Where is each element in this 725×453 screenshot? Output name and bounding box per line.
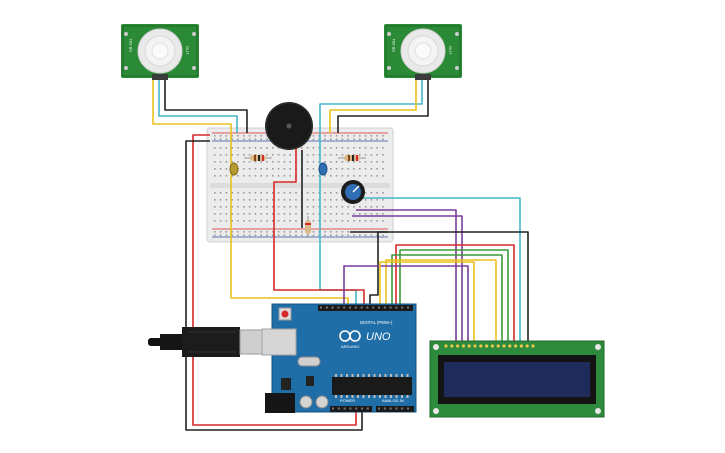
- led-yellow: [229, 162, 239, 176]
- wire-pir-left-black: [164, 78, 248, 133]
- power-jack: [265, 393, 295, 413]
- wire-buzzer-red: [273, 144, 365, 305]
- digital-pins: [320, 306, 409, 309]
- led-blue: [318, 162, 328, 176]
- wire-5v-red: [192, 134, 357, 426]
- pir-sensor-left: OUT SR 501: [121, 24, 199, 80]
- wire-pir-right-yellow: [329, 78, 417, 133]
- wire-lcd-cyan: [352, 197, 521, 345]
- wire-lcd-black: [350, 231, 529, 345]
- usb-jack: [261, 328, 297, 356]
- wire-pir-left-yellow: [152, 78, 349, 305]
- wire-gnd-black: [185, 140, 363, 431]
- wire-pir-right-black: [337, 78, 429, 133]
- wire-lcd-purple-3: [343, 265, 469, 345]
- wire-pir-right-cyan: [319, 78, 423, 305]
- arduino-uno: DIGITAL (PWM~) ARDUINO UNO POWER ANALOG …: [148, 303, 417, 413]
- chip-pins: [335, 374, 409, 398]
- wire-lcd-purple-2: [352, 215, 463, 345]
- digital-header-label: DIGITAL (PWM~): [360, 320, 393, 325]
- wire-lcd-yellow-1: [385, 259, 497, 345]
- pir-left-back-label: SR 501: [128, 38, 133, 52]
- breadboard-holes: [214, 135, 384, 237]
- uno-label: UNO: [366, 331, 391, 343]
- wire-lcd-green-2: [391, 254, 503, 345]
- pir-right-back-label: SR 501: [391, 38, 396, 52]
- resistor-left: [244, 155, 272, 161]
- pir-right-label: OUT: [448, 46, 453, 55]
- usb-cable: [148, 327, 269, 357]
- resistor-right: [338, 155, 366, 161]
- pir-sensor-right: OUT SR 501: [384, 24, 462, 80]
- analog-header-label: ANALOG IN: [382, 398, 404, 403]
- wire-lcd-red: [395, 244, 515, 345]
- power-header-label: POWER: [340, 398, 355, 403]
- lcd-screen: [444, 362, 590, 397]
- potentiometer[interactable]: [341, 180, 365, 204]
- wire-pir-left-cyan: [158, 78, 238, 133]
- bottom-pins: [332, 407, 409, 410]
- piezo-buzzer: [265, 102, 313, 150]
- wire-lcd-yellow-2: [379, 261, 475, 345]
- lcd-pins: [444, 344, 535, 348]
- arduino-logo-icon: [339, 330, 361, 342]
- resistor-lower: [305, 216, 311, 238]
- lcd-16x2: [429, 340, 605, 418]
- wire-lcd-green-1: [399, 249, 509, 345]
- atmega-chip: [332, 377, 412, 395]
- arduino-logo-text: ARDUINO: [341, 344, 359, 349]
- wire-lcd-purple-1: [356, 209, 457, 345]
- pir-left-label: OUT: [185, 46, 190, 55]
- wires: [152, 78, 529, 431]
